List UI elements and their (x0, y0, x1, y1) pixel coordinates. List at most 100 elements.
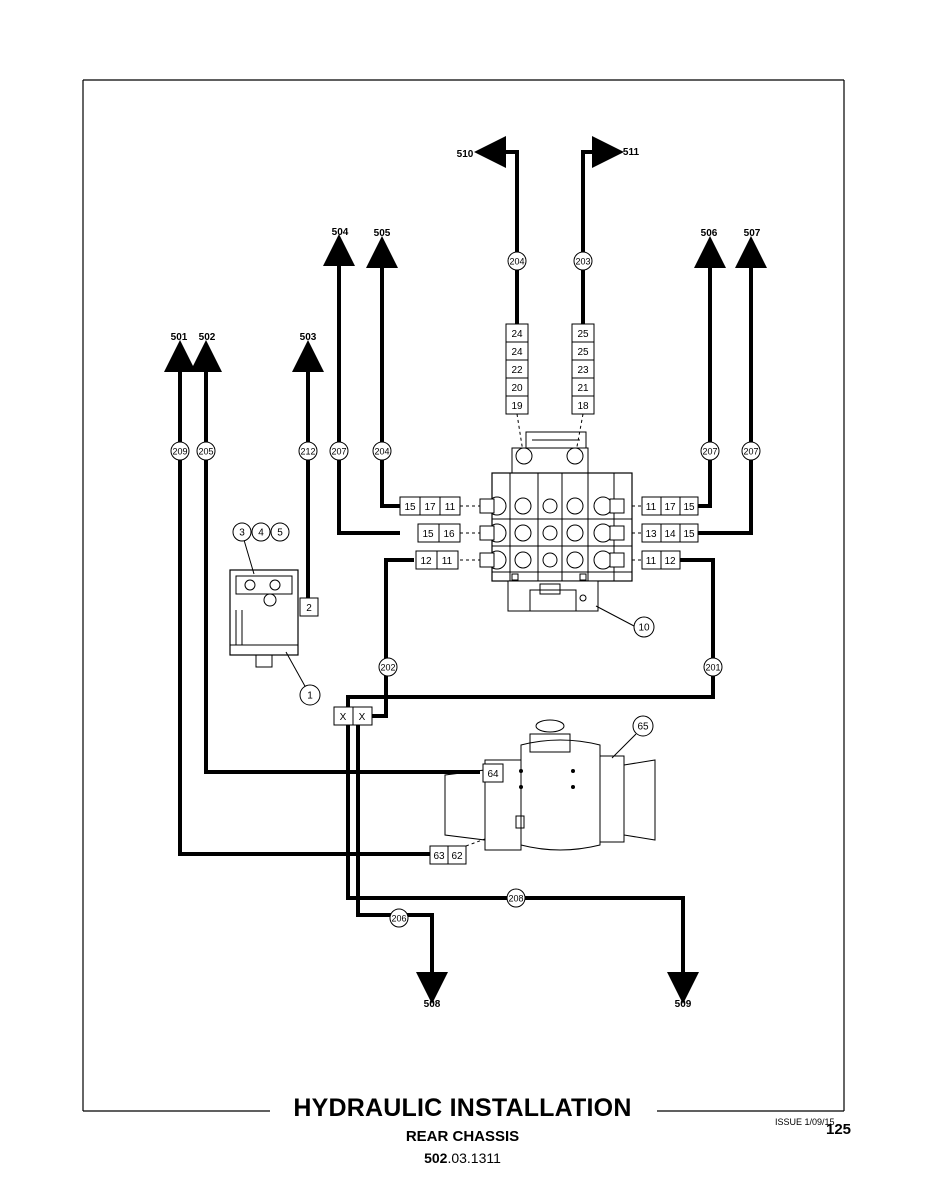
terminal-cell: 2 (306, 603, 312, 614)
terminal-cell: 22 (511, 365, 523, 376)
terminal-cell: 18 (577, 401, 589, 412)
terminal-cell: 11 (445, 502, 456, 513)
junction-xx: X X (333, 706, 373, 726)
document-code-bold: 502 (424, 1150, 448, 1166)
hose-tags: 204 203 209 205 212 207 204 207 207 202 … (170, 251, 761, 928)
control-valve-block (479, 431, 635, 627)
terminal-row-r3: 11 12 (641, 550, 681, 570)
terminal-axle-top: 64 (482, 763, 504, 783)
terminal-cell: 13 (645, 529, 657, 540)
hose-tag: 201 (703, 657, 723, 677)
callout-bubble: 65 (632, 715, 654, 737)
terminal-cell: 20 (511, 383, 523, 394)
terminal-row-l1: 15 17 11 (399, 496, 461, 516)
hose-tag: 202 (378, 657, 398, 677)
hose-tag: 203 (573, 251, 593, 271)
callout-bubble: 3 (232, 522, 252, 542)
terminal-cell: 19 (511, 401, 523, 412)
callout-bubble: 5 (270, 522, 290, 542)
destination-labels: 510 511 504 505 506 507 501 502 503 508 … (171, 147, 761, 1010)
svg-text:10: 10 (638, 623, 650, 634)
svg-text:207: 207 (702, 447, 717, 457)
terminal-cell: 21 (577, 383, 589, 394)
terminal-pump: 2 (299, 597, 319, 617)
junction-cell: X (340, 712, 347, 723)
hose-tag: 208 (506, 888, 526, 908)
terminal-cell: 11 (646, 556, 657, 567)
svg-text:212: 212 (300, 447, 315, 457)
destination-label: 505 (374, 228, 391, 239)
terminal-cell: 17 (424, 502, 436, 513)
svg-text:1: 1 (307, 691, 313, 702)
hose-tag: 207 (741, 441, 761, 461)
page-title: HYDRAULIC INSTALLATION (293, 1094, 632, 1122)
hose-tag: 207 (700, 441, 720, 461)
terminal-cell: 25 (577, 347, 589, 358)
destination-label: 503 (300, 332, 317, 343)
svg-text:204: 204 (509, 257, 524, 267)
hose-tag: 206 (389, 908, 409, 928)
destination-label: 510 (457, 149, 474, 160)
svg-text:208: 208 (508, 894, 523, 904)
issue-date: ISSUE 1/09/15 (775, 1117, 835, 1127)
terminal-cell: 23 (577, 365, 589, 376)
destination-label: 508 (424, 999, 441, 1010)
svg-text:5: 5 (277, 528, 283, 539)
terminal-cell: 12 (420, 556, 432, 567)
terminal-stack-right: 25 25 23 21 18 (571, 323, 595, 415)
terminal-cell: 24 (511, 347, 523, 358)
terminal-cell: 64 (487, 769, 499, 780)
terminal-cell: 63 (433, 851, 445, 862)
svg-text:65: 65 (637, 722, 649, 733)
svg-text:4: 4 (258, 528, 264, 539)
terminal-row-l3: 12 11 (415, 550, 459, 570)
junction-cell: X (359, 712, 366, 723)
destination-label: 511 (623, 147, 640, 158)
page-subtitle: REAR CHASSIS (405, 1128, 520, 1145)
svg-text:205: 205 (198, 447, 213, 457)
terminal-cell: 11 (442, 556, 453, 567)
svg-text:209: 209 (172, 447, 187, 457)
axle-assembly (444, 719, 656, 851)
terminal-stack-left: 24 24 22 20 19 (505, 323, 529, 415)
hose-tag: 204 (507, 251, 527, 271)
terminal-row-r2: 13 14 15 (641, 523, 699, 543)
hose-tag: 209 (170, 441, 190, 461)
page-number: 125 (826, 1121, 852, 1138)
svg-text:207: 207 (743, 447, 758, 457)
terminal-axle-bottom: 63 62 (429, 845, 467, 865)
terminal-cell: 15 (683, 529, 695, 540)
callout-bubble: 10 (633, 616, 655, 638)
destination-label: 501 (171, 332, 188, 343)
terminal-cell: 24 (511, 329, 523, 340)
terminal-cell: 15 (683, 502, 695, 513)
terminal-cell: 17 (664, 502, 676, 513)
destination-label: 507 (744, 228, 761, 239)
hose-tag: 207 (329, 441, 349, 461)
page-frame (82, 79, 845, 1112)
destination-label: 502 (199, 332, 216, 343)
terminal-cell: 14 (664, 529, 676, 540)
hose-tag: 204 (372, 441, 392, 461)
svg-text:3: 3 (239, 528, 245, 539)
svg-text:203: 203 (575, 257, 590, 267)
document-code-rest: .03.1311 (447, 1150, 501, 1166)
destination-label: 504 (332, 227, 349, 238)
terminal-cell: 16 (443, 529, 455, 540)
hose-tag: 205 (196, 441, 216, 461)
terminal-cell: 11 (646, 502, 657, 513)
hose-tag: 212 (298, 441, 318, 461)
terminal-cell: 25 (577, 329, 589, 340)
terminal-cell: 12 (664, 556, 676, 567)
document-code: 502.03.1311 (0, 1150, 925, 1166)
svg-text:204: 204 (374, 447, 389, 457)
callout-bubble: 1 (299, 684, 321, 706)
terminal-cell: 15 (422, 529, 434, 540)
svg-text:201: 201 (705, 663, 720, 673)
terminal-cell: 62 (451, 851, 463, 862)
pump-assembly (229, 539, 307, 689)
component-callouts: 3 4 5 1 10 65 (232, 522, 655, 737)
destination-label: 506 (701, 228, 718, 239)
terminal-cell: 15 (404, 502, 416, 513)
